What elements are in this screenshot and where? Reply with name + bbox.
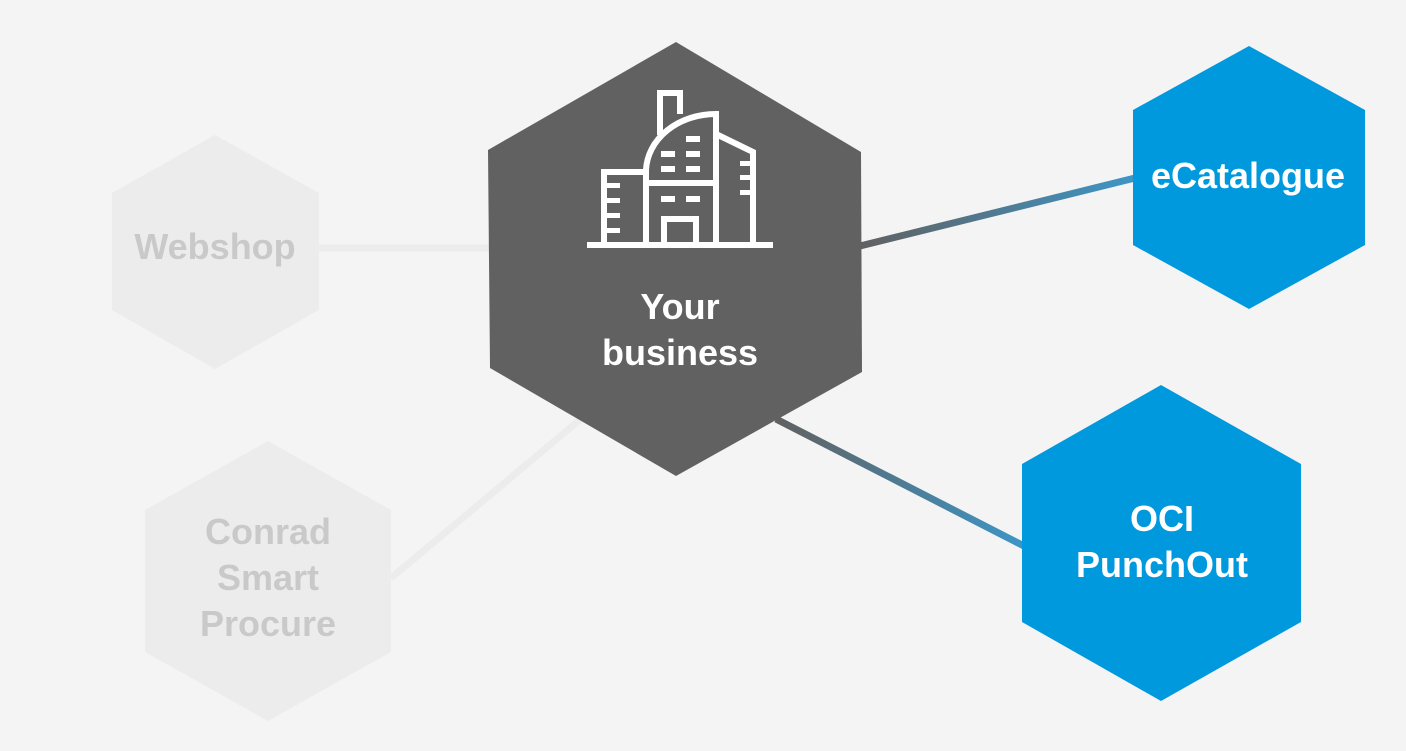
hex-webshop[interactable] — [112, 135, 319, 369]
center-label: Your business — [602, 284, 758, 376]
hex-conrad[interactable] — [145, 441, 391, 721]
oci-label: OCI PunchOut — [1076, 496, 1248, 588]
conrad-line3: Procure — [199, 603, 337, 644]
building-windows — [607, 136, 751, 233]
ecatalogue-label: eCatalogue — [1150, 155, 1346, 196]
hex-center[interactable] — [488, 42, 862, 476]
oci-line2: PunchOut — [1076, 544, 1248, 585]
conrad-line2: Smart — [216, 557, 320, 598]
oci-line1: OCI — [1129, 498, 1195, 539]
conrad-label: Conrad Smart Procure — [200, 509, 336, 647]
webshop-label: Webshop — [134, 226, 296, 267]
hex-oci[interactable] — [1022, 385, 1301, 701]
connector-ecatalogue — [859, 174, 1136, 250]
center-line2: business — [601, 332, 759, 373]
center-line1: Your — [640, 286, 720, 327]
building-icon — [587, 90, 773, 248]
connector-oci — [774, 415, 1026, 550]
conrad-line1: Conrad — [205, 511, 331, 552]
connector-conrad — [388, 415, 585, 581]
hex-ecatalogue[interactable] — [1133, 46, 1365, 309]
